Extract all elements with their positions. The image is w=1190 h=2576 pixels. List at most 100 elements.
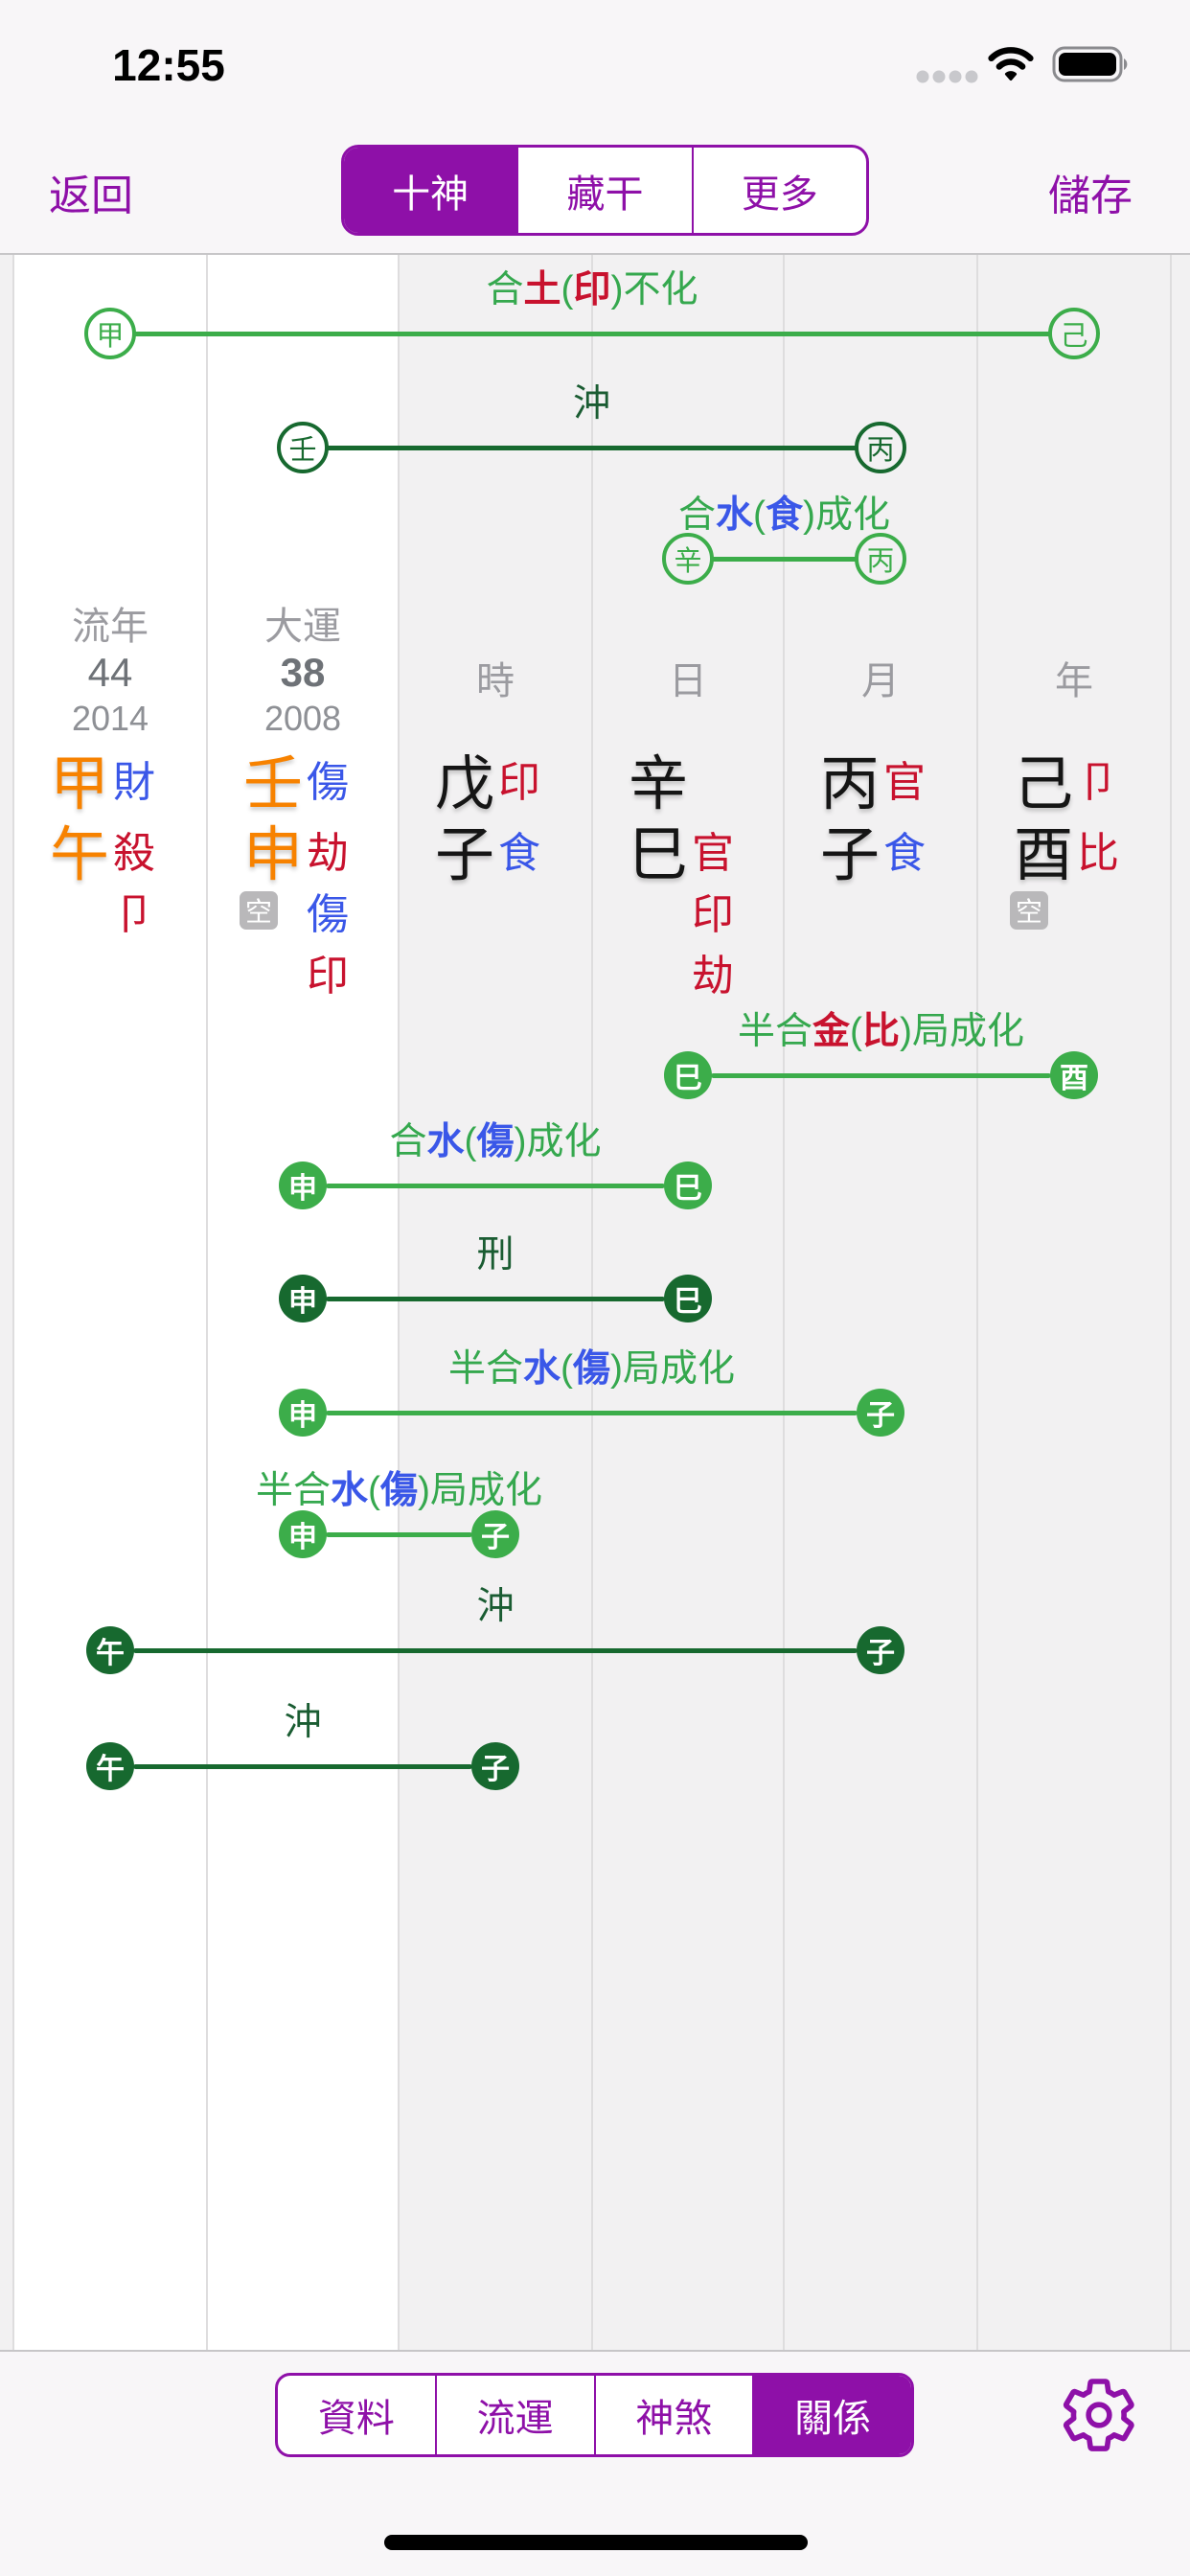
stem-node: 辛 (662, 533, 714, 585)
relation-line (326, 1184, 665, 1188)
branch-god-dayun-1: 劫 (307, 830, 349, 877)
branch-char-hour: 子 (435, 822, 495, 888)
branch-god-dayun-2: 傷 (307, 891, 349, 938)
relation-line (133, 1764, 472, 1769)
branch-god-day-2: 印 (692, 891, 734, 938)
branch-god-dayun-3: 印 (307, 953, 349, 1000)
column-gridline (1170, 255, 1172, 2350)
nav-segment-2[interactable]: 藏干 (516, 148, 691, 233)
column-gridline (976, 255, 978, 2350)
relation-label: 合土(印)不化 (486, 269, 698, 310)
save-button[interactable]: 儲存 (1048, 172, 1133, 219)
relation-label: 刑 (476, 1234, 515, 1276)
branch-god-month-1: 食 (883, 830, 926, 877)
toolbar-segment-3[interactable]: 神煞 (593, 2376, 753, 2454)
column-header-liunian: 流年 (72, 606, 149, 648)
branch-god-liunian-1: 殺 (113, 830, 155, 877)
view-mode-segmented-control: 十神藏干更多 (341, 145, 869, 236)
relation-label: 半合水(傷)局成化 (255, 1470, 543, 1511)
branch-god-hour-1: 食 (498, 830, 540, 877)
stem-node: 壬 (277, 422, 329, 473)
branch-char-dayun: 申 (243, 822, 304, 888)
stem-god-liunian: 財 (113, 759, 155, 806)
stem-char-hour: 戊 (435, 751, 495, 817)
column-header-year: 年 (1055, 660, 1093, 702)
stem-char-day: 辛 (629, 751, 689, 817)
column-gridline (206, 255, 208, 2350)
branch-char-month: 子 (820, 822, 881, 888)
relation-line (133, 1648, 858, 1653)
column-year-dayun: 2008 (263, 699, 342, 738)
relation-line (326, 1411, 858, 1415)
branch-god-liunian-2: 卩 (113, 891, 155, 938)
branch-node: 子 (857, 1389, 904, 1437)
branch-char-year: 酉 (1014, 822, 1074, 888)
relation-line (133, 332, 1051, 336)
stem-char-month: 丙 (820, 751, 881, 817)
branch-node: 申 (279, 1275, 327, 1322)
nav-segment-1[interactable]: 十神 (344, 148, 517, 233)
branch-node: 酉 (1050, 1051, 1098, 1099)
stem-god-month: 官 (883, 759, 926, 806)
branch-node: 申 (279, 1510, 327, 1558)
stem-char-dayun: 壬 (243, 751, 304, 817)
column-gridline (398, 255, 400, 2350)
column-header-dayun: 大運 (264, 606, 341, 648)
stem-char-year: 己 (1014, 751, 1074, 817)
settings-button[interactable] (1059, 2375, 1139, 2455)
back-button[interactable]: 返回 (49, 172, 133, 219)
column-header-day: 日 (669, 660, 707, 702)
toolbar-divider (0, 2350, 1190, 2352)
relation-label: 沖 (284, 1702, 322, 1743)
void-badge-dayun: 空 (240, 891, 278, 930)
branch-node: 子 (471, 1510, 519, 1558)
relation-label: 半合水(傷)局成化 (447, 1348, 736, 1390)
relation-line (326, 1297, 665, 1301)
column-gridline (12, 255, 14, 2350)
toolbar-segment-2[interactable]: 流運 (434, 2376, 594, 2454)
column-age-dayun: 38 (280, 650, 326, 695)
branch-node: 午 (86, 1626, 134, 1674)
column-header-hour: 時 (476, 660, 515, 702)
branch-node: 巳 (664, 1051, 712, 1099)
relation-label: 合水(傷)成化 (389, 1121, 602, 1162)
stem-node: 丙 (855, 422, 906, 473)
toolbar-segment-4[interactable]: 關係 (752, 2376, 911, 2454)
stem-node: 甲 (84, 308, 136, 359)
home-indicator[interactable] (384, 2535, 808, 2550)
branch-char-day: 巳 (629, 822, 689, 888)
wifi-icon (986, 44, 1036, 87)
branch-node: 巳 (664, 1275, 712, 1322)
status-time: 12:55 (112, 40, 225, 90)
column-header-month: 月 (861, 660, 900, 702)
branch-god-day-1: 官 (692, 830, 734, 877)
relation-line (326, 446, 858, 450)
column-year-liunian: 2014 (71, 699, 149, 738)
branch-node: 申 (279, 1389, 327, 1437)
branch-node: 巳 (664, 1162, 712, 1209)
column-age-liunian: 44 (87, 650, 133, 695)
void-badge-year: 空 (1010, 891, 1048, 930)
branch-node: 子 (857, 1626, 904, 1674)
battery-icon (1052, 46, 1131, 87)
relation-label: 沖 (572, 383, 611, 425)
column-gridline (783, 255, 785, 2350)
nav-segment-3[interactable]: 更多 (691, 148, 866, 233)
branch-node: 午 (86, 1742, 134, 1790)
column-gridline (591, 255, 593, 2350)
navbar-divider (0, 253, 1190, 255)
branch-node: 子 (471, 1742, 519, 1790)
cellular-dots-icon (916, 70, 979, 88)
branch-char-liunian: 午 (50, 822, 110, 888)
stem-node: 丙 (855, 533, 906, 585)
relation-label: 半合金(比)局成化 (737, 1011, 1025, 1052)
relation-label: 合水(食)成化 (677, 494, 891, 536)
toolbar-segment-1[interactable]: 資料 (317, 2398, 395, 2440)
stem-god-dayun: 傷 (307, 759, 349, 806)
relation-line (711, 557, 858, 562)
branch-god-day-3: 劫 (692, 953, 734, 1000)
relation-line (711, 1073, 1051, 1078)
branch-node: 申 (279, 1162, 327, 1209)
stem-node: 己 (1048, 308, 1100, 359)
relation-label: 沖 (476, 1586, 515, 1627)
